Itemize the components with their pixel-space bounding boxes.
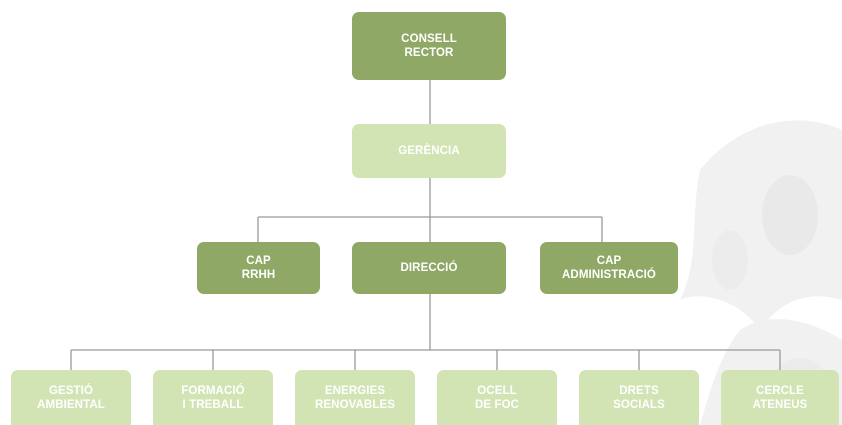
node-formacio-i-treball: FORMACIÓ I TREBALL — [153, 370, 273, 425]
node-label-line: SOCIALS — [613, 398, 665, 411]
node-label-line: DIRECCIÓ — [400, 262, 458, 274]
node-label-line: RRHH — [241, 269, 276, 281]
node-label-line: AMBIENTAL — [37, 398, 105, 411]
node-consell-rector: CONSELL RECTOR — [352, 12, 506, 80]
node-label-line: ADMINISTRACIÓ — [562, 269, 656, 281]
node-ocell-de-foc: OCELL DE FOC — [437, 370, 557, 425]
node-drets-socials: DRETS SOCIALS — [579, 370, 699, 425]
node-cercle-ateneus: CERCLE ATENEUS — [721, 370, 839, 425]
node-label-line: FORMACIÓ — [181, 384, 245, 397]
node-energies-renovables: ENERGIES RENOVABLES — [295, 370, 415, 425]
node-label-line: RENOVABLES — [314, 398, 396, 411]
node-cap-administracio: CAP ADMINISTRACIÓ — [540, 242, 678, 294]
node-label-line: ENERGIES — [324, 384, 386, 397]
node-label-line: DE FOC — [474, 398, 520, 411]
node-cap-rrhh: CAP RRHH — [197, 242, 320, 294]
node-label-line: CONSELL — [401, 33, 457, 45]
node-label-line: CAP — [246, 255, 271, 267]
node-label-line: OCELL — [477, 384, 517, 397]
node-label-line: RECTOR — [404, 47, 454, 59]
node-direccio: DIRECCIÓ — [352, 242, 506, 294]
node-label-line: ATENEUS — [752, 398, 808, 411]
node-label-line: GERÈNCIA — [398, 145, 460, 157]
node-label-line: CERCLE — [756, 384, 804, 397]
node-gestio-ambiental: GESTIÓ AMBIENTAL — [11, 370, 131, 425]
node-label-line: GESTIÓ — [48, 384, 94, 397]
node-label-line: CAP — [596, 255, 622, 267]
node-label-line: I TREBALL — [182, 398, 244, 411]
node-label-line: DRETS — [619, 384, 659, 397]
node-gerencia: GERÈNCIA — [352, 124, 506, 178]
